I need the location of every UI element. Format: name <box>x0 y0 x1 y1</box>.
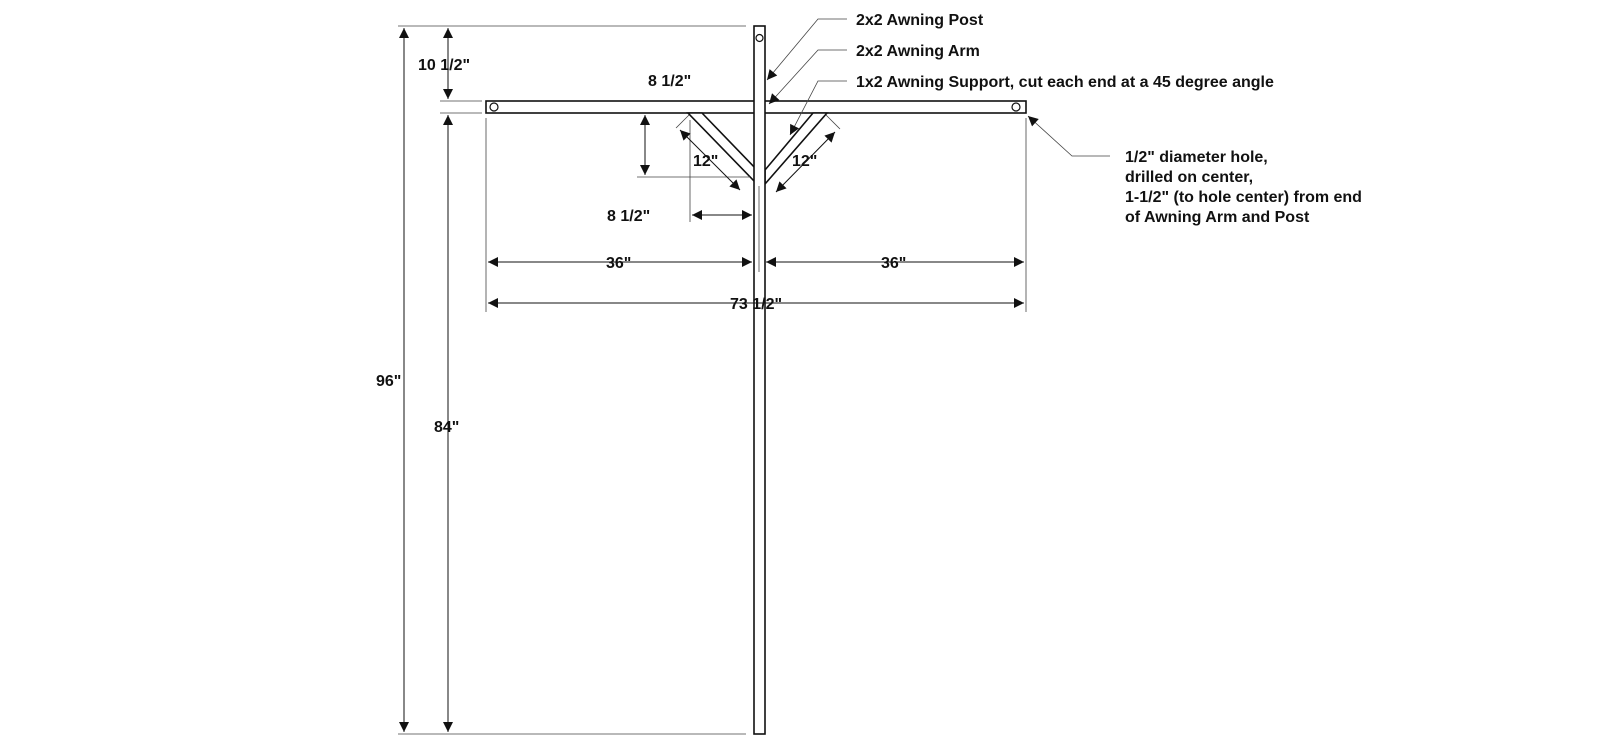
dim-12-left-line <box>679 129 741 191</box>
leader-post <box>766 18 847 81</box>
leader-support <box>789 80 847 136</box>
dim-84-label: 84" <box>434 419 459 436</box>
arm-hole-right <box>1011 102 1021 112</box>
dim-12-left-label: 12" <box>693 153 718 170</box>
hole-note-line-4: of Awning Arm and Post <box>1125 209 1310 226</box>
dim-10-5-label: 10 1/2" <box>418 57 470 74</box>
hole-note-line-2: drilled on center, <box>1125 169 1253 186</box>
dim-12-right-label: 12" <box>792 153 817 170</box>
hole-note-line-3: 1-1/2" (to hole center) from end <box>1125 189 1362 206</box>
dim-8-5-vertical-label: 8 1/2" <box>648 73 691 90</box>
leader-arm <box>768 49 847 105</box>
label-awning-arm: 2x2 Awning Arm <box>856 43 980 60</box>
dim-12-right-line <box>775 131 836 193</box>
hole-note: 1/2" diameter hole, drilled on center, 1… <box>1125 149 1366 226</box>
leader-hole <box>1027 115 1110 157</box>
dim-36-right-label: 36" <box>881 255 906 272</box>
label-awning-post: 2x2 Awning Post <box>856 12 984 29</box>
ext-support-left-a <box>675 114 690 129</box>
dim-73-5-label: 73 1/2" <box>730 296 782 313</box>
dim-36-left-label: 36" <box>606 255 631 272</box>
ext-support-right-a <box>825 114 841 130</box>
awning-post <box>753 25 766 735</box>
dim-8-5-horizontal-label: 8 1/2" <box>607 208 650 225</box>
dim-96-label: 96" <box>376 373 401 390</box>
post-hole <box>755 33 764 43</box>
label-awning-support: 1x2 Awning Support, cut each end at a 45… <box>856 74 1274 91</box>
arm-hole-left <box>489 102 499 112</box>
hole-note-line-1: 1/2" diameter hole, <box>1125 149 1268 166</box>
